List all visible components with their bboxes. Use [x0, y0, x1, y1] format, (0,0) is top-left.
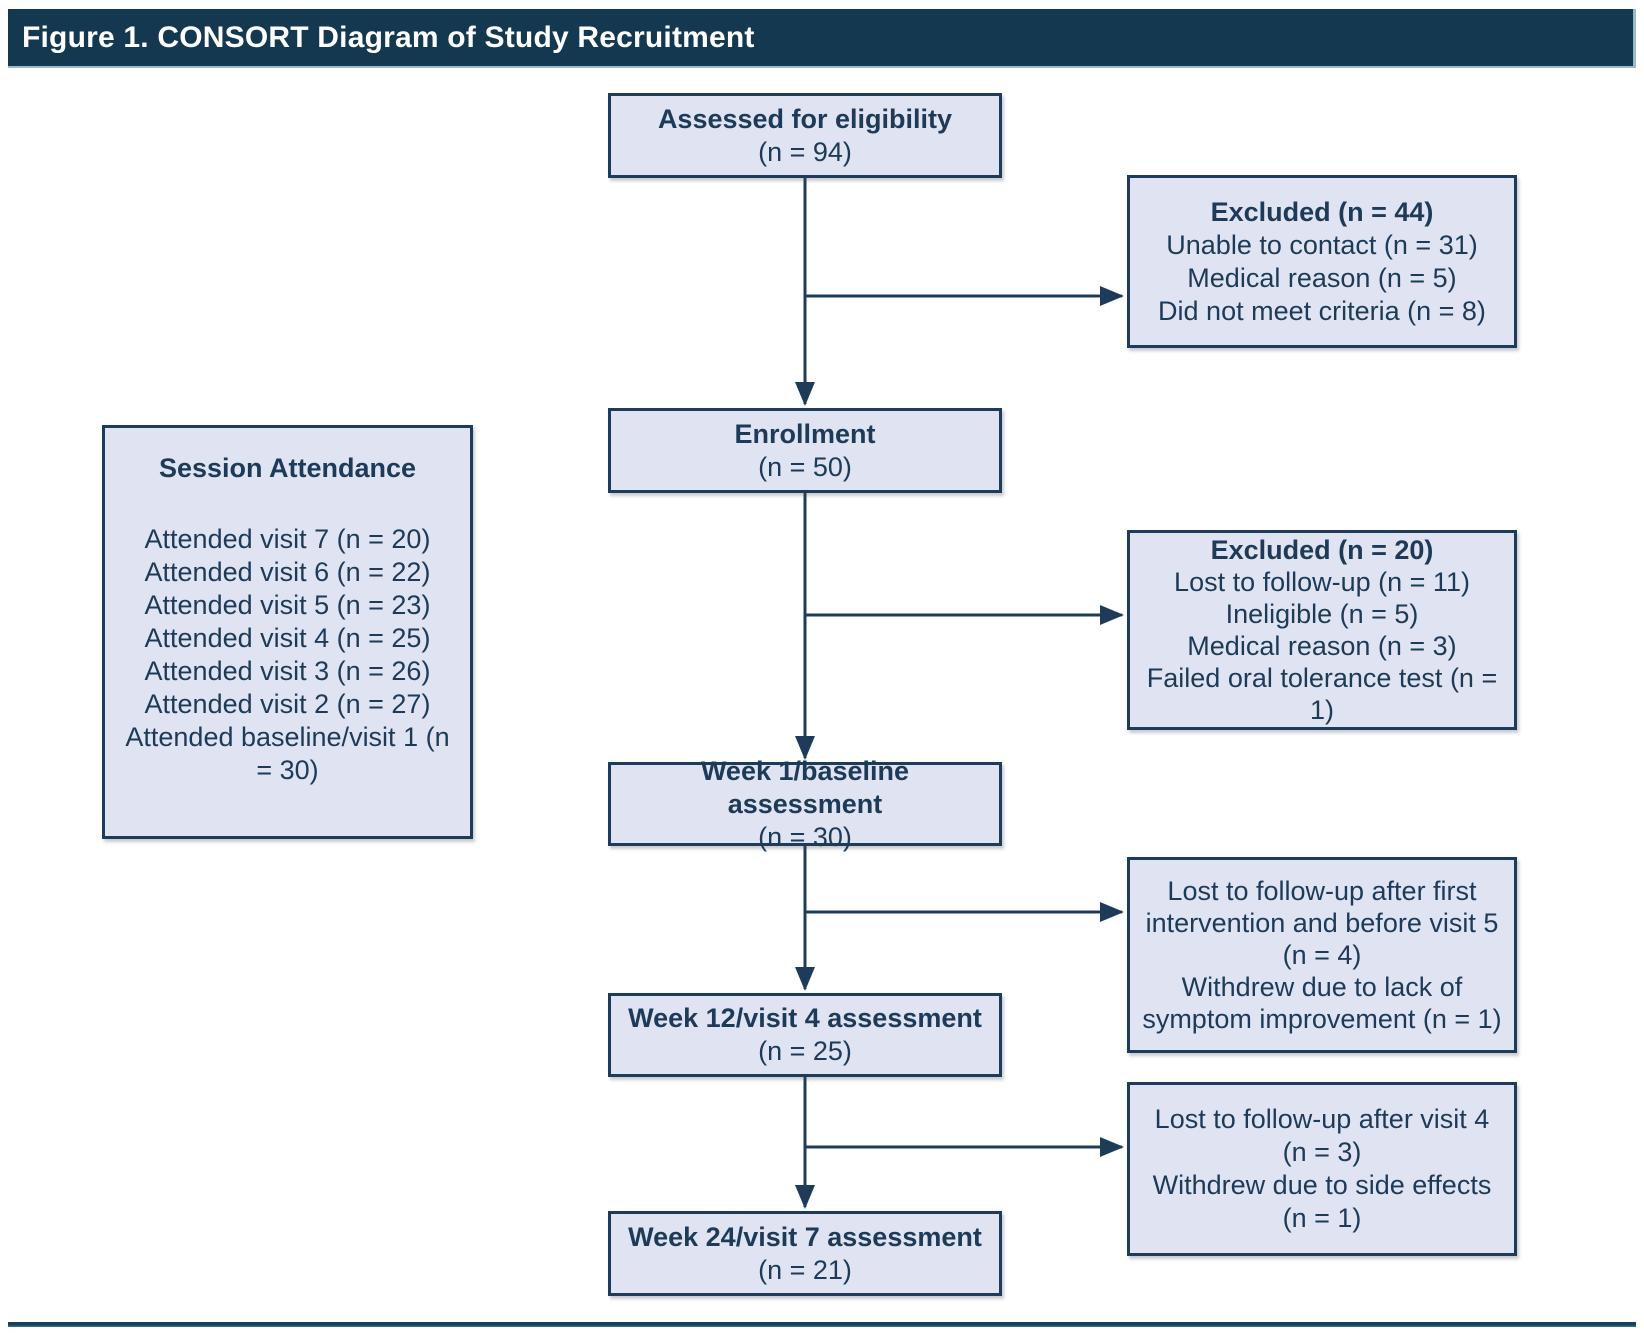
- box-line: Lost to follow-up after first interventi…: [1145, 876, 1499, 970]
- box-lost-before-visit5: Lost to follow-up after first interventi…: [1127, 857, 1517, 1053]
- box-n-value: (n = 94): [758, 136, 852, 167]
- box-title: Assessed for eligibility: [657, 103, 953, 134]
- box-title: Session Attendance: [158, 453, 417, 483]
- box-line: Medical reason (n = 3): [1187, 631, 1457, 661]
- figure-bottom-rule: [8, 1322, 1636, 1327]
- box-n-value: (n = 25): [758, 1036, 852, 1066]
- box-line: Ineligible (n = 5): [1225, 599, 1419, 629]
- box-title: Week 12/visit 4 assessment: [628, 1003, 982, 1033]
- box-line: Unable to contact (n = 31): [1166, 229, 1478, 260]
- box-title: Excluded (n = 44): [1210, 196, 1434, 227]
- box-line: Attended visit 6 (n = 22): [144, 557, 431, 587]
- box-enrollment: Enrollment (n = 50): [608, 408, 1002, 493]
- box-title: Week 1/baseline assessment: [700, 755, 910, 819]
- box-week12-visit4-assessment: Week 12/visit 4 assessment (n = 25): [608, 993, 1002, 1077]
- figure-title: Figure 1. CONSORT Diagram of Study Recru…: [22, 20, 755, 54]
- box-assessed-for-eligibility: Assessed for eligibility (n = 94): [608, 93, 1002, 178]
- box-line: Attended visit 7 (n = 20): [144, 524, 431, 554]
- box-n-value: (n = 30): [758, 821, 852, 852]
- box-excluded-20: Excluded (n = 20) Lost to follow-up (n =…: [1127, 530, 1517, 730]
- box-week1-baseline-assessment: Week 1/baseline assessment (n = 30): [608, 756, 1002, 852]
- box-session-attendance: Session Attendance Attended visit 7 (n =…: [102, 425, 473, 839]
- box-line: Lost to follow-up (n = 11): [1174, 567, 1470, 597]
- box-line: Did not meet criteria (n = 8): [1158, 295, 1486, 326]
- box-line: Attended visit 5 (n = 23): [144, 590, 431, 620]
- box-line: Attended baseline/visit 1 (n = 30): [125, 722, 450, 785]
- box-lost-after-visit4: Lost to follow-up after visit 4 (n = 3) …: [1127, 1082, 1517, 1256]
- box-n-value: (n = 50): [758, 451, 852, 482]
- box-line: Failed oral tolerance test (n = 1): [1146, 663, 1498, 725]
- box-excluded-44: Excluded (n = 44) Unable to contact (n =…: [1127, 175, 1517, 348]
- box-line: Attended visit 3 (n = 26): [144, 656, 431, 686]
- box-line: Attended visit 2 (n = 27): [144, 689, 431, 719]
- box-line: Withdrew due to lack of symptom improvem…: [1142, 972, 1502, 1034]
- box-n-value: (n = 21): [758, 1254, 852, 1285]
- figure-title-bar: Figure 1. CONSORT Diagram of Study Recru…: [8, 9, 1636, 68]
- box-title: Enrollment: [734, 418, 876, 449]
- box-line: Lost to follow-up after visit 4 (n = 3): [1154, 1104, 1490, 1167]
- box-line: Medical reason (n = 5): [1187, 262, 1457, 293]
- box-line: Attended visit 4 (n = 25): [144, 623, 431, 653]
- box-title: Excluded (n = 20): [1210, 535, 1434, 565]
- box-week24-visit7-assessment: Week 24/visit 7 assessment (n = 21): [608, 1211, 1002, 1296]
- box-line: Withdrew due to side effects (n = 1): [1152, 1170, 1492, 1233]
- box-title: Week 24/visit 7 assessment: [628, 1221, 982, 1252]
